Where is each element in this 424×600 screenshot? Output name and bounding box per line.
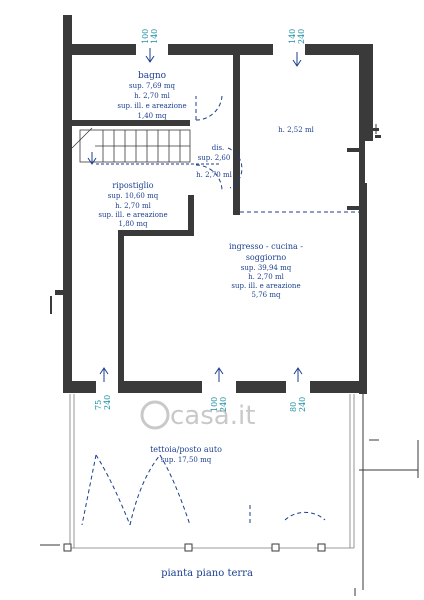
dim-bottom-1-height: 240 [103,395,112,410]
dim-top-left-height: 140 [150,29,159,44]
room-bagno: bagno sup. 7,69 mq h. 2,70 ml sup. ill. … [117,71,186,120]
soggiorno-ventilation-value: 5,76 mq [252,291,281,299]
dim-bottom-2-width: 100 [210,397,219,412]
dim-bottom-2-height: 240 [219,397,228,412]
dimension-bottom-1: 75 240 [94,395,112,410]
dimension-top-left: 100 140 [141,29,159,44]
camera-height: h. 2,52 ml [278,126,314,134]
ripostiglio-height: h. 2,70 ml [115,202,151,210]
boundary-lines [40,544,356,596]
dim-top-right-width: 140 [288,29,297,44]
watermark-text: casa.it [170,401,255,431]
bagno-name: bagno [138,71,166,81]
soggiorno-height: h. 2,70 ml [248,273,284,281]
ripostiglio-ventilation-value: 1,80 mq [119,220,148,228]
staircase [71,127,191,163]
soggiorno-ventilation: sup. ill. e areazione [231,282,300,290]
dimension-bottom-2: 100 240 [210,397,228,412]
room-camera: h. 2,52 ml [278,126,314,134]
dim-bottom-1-width: 75 [94,400,103,410]
soggiorno-name-line1: ingresso - cucina - [229,242,303,251]
dim-bottom-3-width: 80 [289,402,298,412]
room-ripostiglio: ripostiglio sup. 10,60 mq h. 2,70 ml sup… [98,181,167,228]
room-tettoia: tettoia/posto auto sup. 17,50 mq [150,445,222,464]
dim-top-left-width: 100 [141,29,150,44]
dis-name: dis. [212,144,225,152]
walls [50,15,381,394]
carport-posts [63,543,326,552]
exterior-lines [359,124,419,590]
room-dis: dis. sup. 2,60 h. 2,70 ml [196,144,232,179]
tettoia-name: tettoia/posto auto [150,445,222,454]
ripostiglio-name: ripostiglio [112,181,153,190]
dimension-top-right: 140 240 [288,29,306,44]
doors [81,95,359,526]
dimension-bottom-3: 80 240 [289,397,307,412]
ripostiglio-ventilation: sup. ill. e areazione [98,211,167,219]
watermark: casa.it [140,400,255,431]
window-markers [99,48,303,382]
carport-outline [66,394,355,549]
bagno-ventilation: sup. ill. e areazione [117,102,186,110]
ripostiglio-area: sup. 10,60 mq [108,192,159,200]
tettoia-area: sup. 17,50 mq [161,456,212,464]
dim-top-right-height: 240 [297,29,306,44]
bagno-ventilation-value: 1,40 mq [138,112,167,120]
soggiorno-name-line2: soggiorno [246,253,287,262]
soggiorno-area: sup. 39,94 mq [241,264,292,272]
stair-arrow [87,152,220,165]
bagno-area: sup. 7,69 mq [129,82,175,90]
plan-caption: pianta piano terra [161,568,253,579]
bagno-height: h. 2,70 ml [134,92,170,100]
dis-height: h. 2,70 ml [196,171,232,179]
dis-area: sup. 2,60 [198,154,231,162]
room-soggiorno: ingresso - cucina - soggiorno sup. 39,94… [229,242,303,299]
dim-bottom-3-height: 240 [298,397,307,412]
